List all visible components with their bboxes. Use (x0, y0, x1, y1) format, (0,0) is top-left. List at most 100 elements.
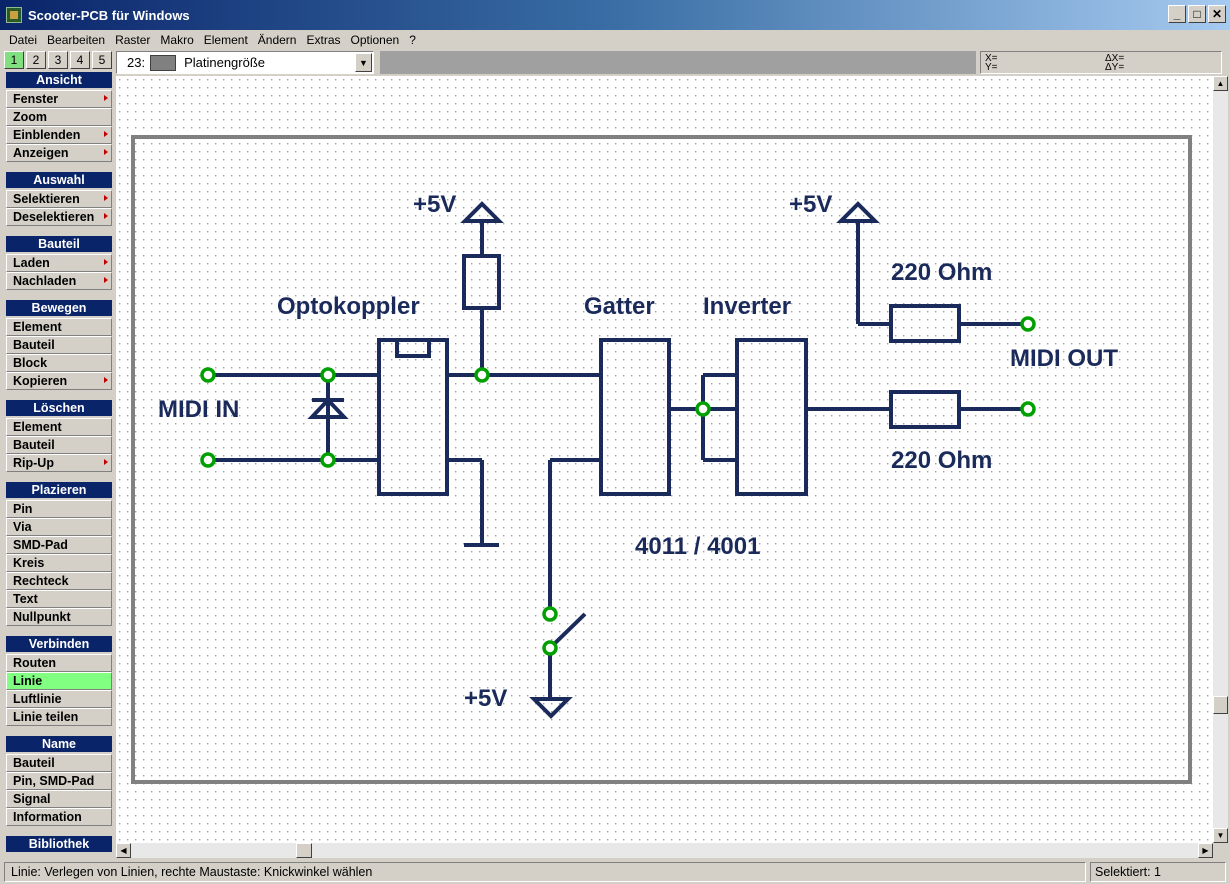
sidebar-item-laden[interactable]: Laden (6, 254, 112, 272)
sidebar-item-kopieren[interactable]: Kopieren (6, 372, 112, 390)
submenu-arrow-icon (104, 459, 108, 465)
coord-dy: ΔY= (1105, 62, 1125, 73)
sidebar-item-label: Rip-Up (13, 456, 54, 470)
sidebar-group-title[interactable]: Löschen (6, 400, 112, 416)
layer-tab-3[interactable]: 3 (48, 51, 68, 69)
status-message: Linie: Verlegen von Linien, rechte Maust… (4, 862, 1086, 882)
label-resistor-top: 220 Ohm (891, 259, 992, 286)
horizontal-scrollbar[interactable]: ◀ ▶ (116, 843, 1213, 858)
sidebar-item-label: Selektieren (13, 192, 80, 206)
sidebar-item-nullpunkt[interactable]: Nullpunkt (6, 608, 112, 626)
sidebar-item-via[interactable]: Via (6, 518, 112, 536)
close-button[interactable]: ✕ (1208, 5, 1226, 23)
sidebar-group-title[interactable]: Bauteil (6, 236, 112, 252)
sidebar-group-title[interactable]: Verbinden (6, 636, 112, 652)
minimize-button[interactable]: _ (1168, 5, 1186, 23)
sidebar-item-information[interactable]: Information (6, 808, 112, 826)
sidebar-item-label: Nachladen (13, 274, 77, 288)
layer-select[interactable]: 23: Platinengröße ▼ (116, 51, 374, 74)
status-bar: Linie: Verlegen von Linien, rechte Maust… (0, 861, 1230, 884)
horizontal-scroll-thumb[interactable] (296, 843, 312, 858)
window-title: Scooter-PCB für Windows (28, 7, 190, 23)
sidebar-item-label: Linie teilen (13, 710, 79, 724)
menu-extras[interactable]: Extras (306, 33, 341, 47)
sidebar-item-linie[interactable]: Linie (6, 672, 112, 690)
sidebar-item-pin-smd-pad[interactable]: Pin, SMD-Pad (6, 772, 112, 790)
sidebar-item-label: Routen (13, 656, 57, 670)
layer-number: 23: (127, 55, 146, 70)
menu-help[interactable]: ? (409, 33, 416, 47)
menu-element[interactable]: Element (203, 33, 248, 47)
sidebar-item-rip-up[interactable]: Rip-Up (6, 454, 112, 472)
sidebar-item-fenster[interactable]: Fenster (6, 90, 112, 108)
diode-symbol (307, 397, 349, 419)
sidebar-item-element[interactable]: Element (6, 418, 112, 436)
vertical-scrollbar[interactable]: ▲ ▼ (1213, 76, 1228, 843)
sidebar-item-rechteck[interactable]: Rechteck (6, 572, 112, 590)
sidebar-item-nachladen[interactable]: Nachladen (6, 272, 112, 290)
sidebar-item-selektieren[interactable]: Selektieren (6, 190, 112, 208)
label-plus5v-right: +5V (789, 191, 832, 218)
selection-count: Selektiert: 1 (1090, 862, 1226, 882)
sidebar-item-label: Einblenden (13, 128, 81, 142)
sidebar-group-title[interactable]: Bewegen (6, 300, 112, 316)
sidebar-item-bauteil[interactable]: Bauteil (6, 436, 112, 454)
sidebar-item-label: Bauteil (13, 438, 55, 452)
layer-tab-5[interactable]: 5 (92, 51, 112, 69)
scroll-right-icon[interactable]: ▶ (1198, 843, 1213, 858)
layer-tab-2[interactable]: 2 (26, 51, 46, 69)
sidebar-group-title[interactable]: Name (6, 736, 112, 752)
sidebar-item-luftlinie[interactable]: Luftlinie (6, 690, 112, 708)
sidebar-item-pin[interactable]: Pin (6, 500, 112, 518)
sidebar-item-bauteil[interactable]: Bauteil (6, 754, 112, 772)
pcb-canvas[interactable]: +5V +5V +5V Optokoppler Gatter Inverter … (116, 76, 1213, 843)
submenu-arrow-icon (104, 131, 108, 137)
schematic-drawing: +5V +5V +5V Optokoppler Gatter Inverter … (116, 76, 1213, 843)
layer-tab-1[interactable]: 1 (4, 51, 24, 69)
sidebar-item-deselektieren[interactable]: Deselektieren (6, 208, 112, 226)
sidebar-item-label: Element (13, 320, 62, 334)
sidebar-item-text[interactable]: Text (6, 590, 112, 608)
sidebar-group-title[interactable]: Ansicht (6, 72, 112, 88)
menu-datei[interactable]: Datei (9, 33, 38, 47)
sidebar-item-bauteil[interactable]: Bauteil (6, 336, 112, 354)
sidebar-item-linie-teilen[interactable]: Linie teilen (6, 708, 112, 726)
sidebar-item-zoom[interactable]: Zoom (6, 108, 112, 126)
sidebar-item-kreis[interactable]: Kreis (6, 554, 112, 572)
via (474, 367, 490, 383)
sidebar-item-signal[interactable]: Signal (6, 790, 112, 808)
sidebar-item-routen[interactable]: Routen (6, 654, 112, 672)
via (320, 367, 336, 383)
sidebar-item-block[interactable]: Block (6, 354, 112, 372)
scroll-down-icon[interactable]: ▼ (1213, 828, 1228, 843)
scroll-up-icon[interactable]: ▲ (1213, 76, 1228, 91)
scroll-left-icon[interactable]: ◀ (116, 843, 131, 858)
menu-bar: Datei Bearbeiten Raster Makro Element Än… (0, 30, 1230, 50)
via (695, 401, 711, 417)
sidebar-group-title[interactable]: Bibliothek (6, 836, 112, 852)
layer-tab-4[interactable]: 4 (70, 51, 90, 69)
submenu-arrow-icon (104, 95, 108, 101)
vertical-scroll-thumb[interactable] (1213, 696, 1228, 714)
sidebar-item-einblenden[interactable]: Einblenden (6, 126, 112, 144)
layer-name: Platinengröße (184, 55, 266, 70)
coord-dx: ΔX= (1105, 53, 1125, 64)
sidebar-group-title[interactable]: Plazieren (6, 482, 112, 498)
sidebar-group-title[interactable]: Auswahl (6, 172, 112, 188)
board-outline (131, 135, 1192, 784)
sidebar-item-element[interactable]: Element (6, 318, 112, 336)
menu-raster[interactable]: Raster (115, 33, 151, 47)
menu-makro[interactable]: Makro (160, 33, 194, 47)
sidebar-item-label: Pin, SMD-Pad (13, 774, 95, 788)
sidebar-item-label: Nullpunkt (13, 610, 71, 624)
sidebar-item-anzeigen[interactable]: Anzeigen (6, 144, 112, 162)
sidebar-item-smd-pad[interactable]: SMD-Pad (6, 536, 112, 554)
menu-aendern[interactable]: Ändern (257, 33, 297, 47)
menu-optionen[interactable]: Optionen (350, 33, 400, 47)
menu-bearbeiten[interactable]: Bearbeiten (47, 33, 106, 47)
chevron-down-icon[interactable]: ▼ (355, 53, 372, 72)
maximize-button[interactable]: □ (1188, 5, 1206, 23)
